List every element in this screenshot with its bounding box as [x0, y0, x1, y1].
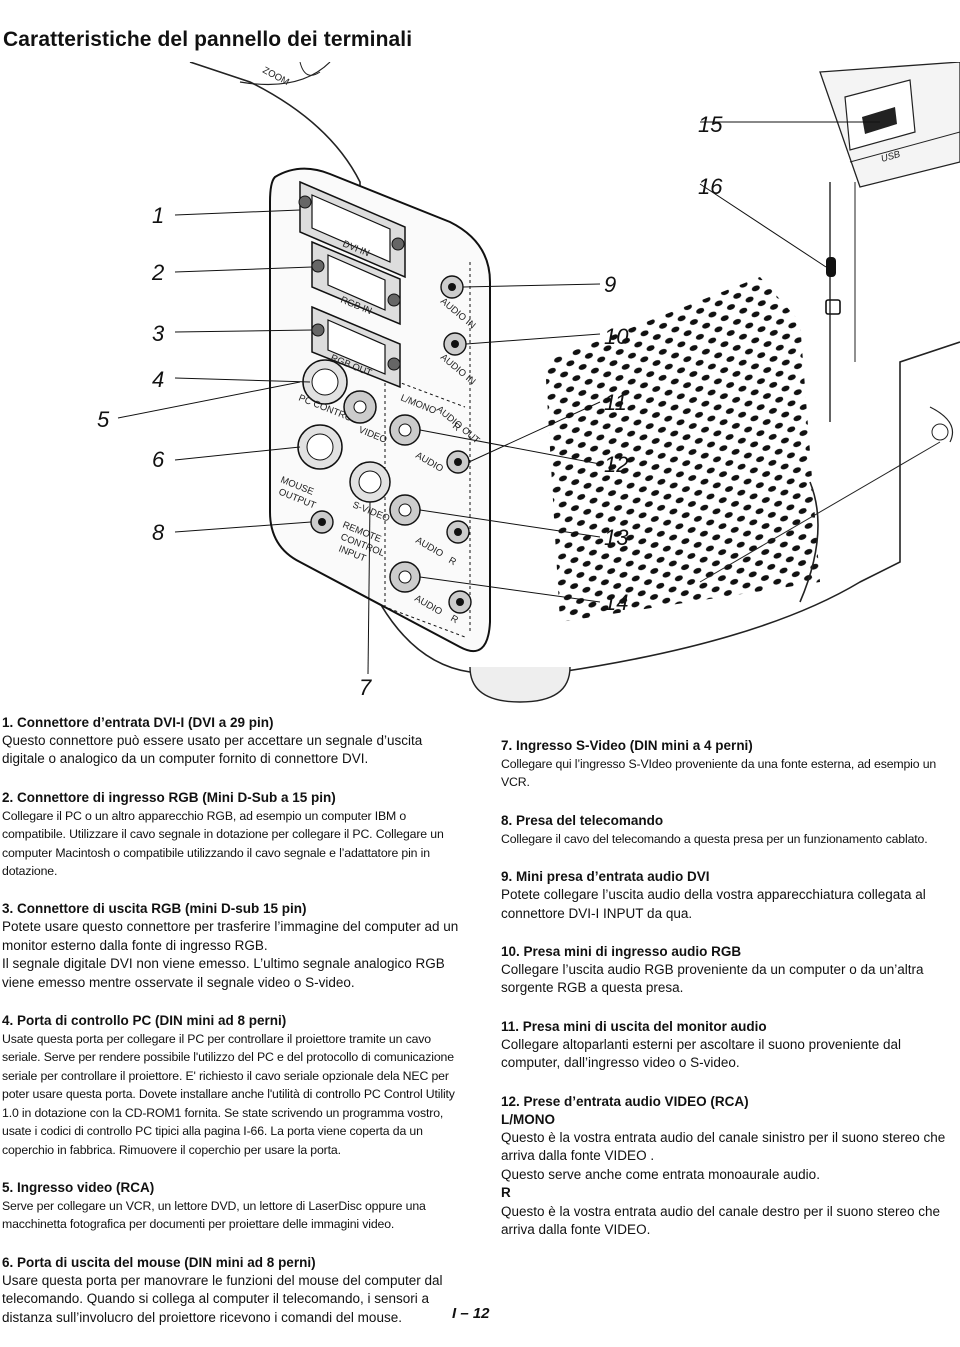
item-body: Usare questa porta per manovrare le funz… — [2, 1272, 443, 1325]
speaker-grille — [545, 277, 820, 622]
item-5: 5. Ingresso video (RCA) Serve per colleg… — [2, 1179, 460, 1234]
callout-4: 4 — [152, 367, 164, 392]
item-heading: 10. Presa mini di ingresso audio RGB — [501, 944, 742, 960]
page-title: Caratteristiche del pannello dei termina… — [3, 28, 413, 51]
item-11: 11. Presa mini di uscita del monitor aud… — [501, 1018, 959, 1073]
item-body-2: Il segnale digitale DVI non viene emesso… — [2, 956, 445, 990]
item-heading: 3. Connettore di uscita RGB (mini D-sub … — [2, 901, 307, 917]
item-7: 7. Ingresso S-Video (DIN mini a 4 perni)… — [501, 737, 959, 792]
item-heading: 12. Prese d’entrata audio VIDEO (RCA) — [501, 1093, 749, 1109]
callout-15: 15 — [698, 112, 723, 137]
callout-7: 7 — [359, 675, 372, 700]
item-body: Questo connettore può essere usato per a… — [2, 733, 423, 767]
lock-icon — [825, 299, 841, 315]
callout-5: 5 — [97, 407, 110, 432]
item-body: Collegare il PC o un altro apparecchio R… — [2, 808, 444, 879]
callout-6: 6 — [152, 447, 165, 472]
item-12: 12. Prese d’entrata audio VIDEO (RCA) L/… — [501, 1093, 959, 1240]
item-body: Potete usare questo connettore per trasf… — [2, 919, 459, 953]
item-body: Serve per collegare un VCR, un lettore D… — [2, 1198, 426, 1232]
item-body: Questo è la vostra entrata audio del can… — [501, 1130, 946, 1164]
security-slot — [826, 257, 836, 277]
item-heading: 4. Porta di controllo PC (DIN mini ad 8 … — [2, 1013, 287, 1029]
item-body: Collegare l’uscita audio RGB proveniente… — [501, 962, 924, 996]
dvi-in-connector — [298, 180, 406, 279]
item-body: Questo serve anche come entrata monoaura… — [501, 1166, 820, 1182]
callout-11: 11 — [604, 390, 627, 415]
callout-12: 12 — [604, 452, 628, 477]
item-heading: 6. Porta di uscita del mouse (DIN mini a… — [2, 1254, 316, 1270]
item-heading: 2. Connettore di ingresso RGB (Mini D-Su… — [2, 789, 336, 805]
right-column: 7. Ingresso S-Video (DIN mini a 4 perni)… — [501, 737, 959, 1260]
rgb-out-connector — [311, 305, 401, 389]
item-heading: 11. Presa mini di uscita del monitor aud… — [501, 1018, 767, 1034]
rgb-in-connector — [311, 240, 401, 326]
item-heading: 5. Ingresso video (RCA) — [2, 1179, 155, 1195]
r-label-3: R — [449, 613, 461, 626]
item-3: 3. Connettore di uscita RGB (mini D-sub … — [2, 900, 460, 992]
item-1: 1. Connettore d’entrata DVI-I (DVI a 29 … — [2, 714, 460, 769]
item-6: 6. Porta di uscita del mouse (DIN mini a… — [2, 1254, 460, 1327]
usb-label: USB — [880, 149, 902, 165]
callout-8: 8 — [152, 520, 165, 545]
item-heading: 8. Presa del telecomando — [501, 812, 664, 828]
item-body: Collegare altoparlanti esterni per ascol… — [501, 1036, 901, 1071]
item-body: Collegare qui l’ingresso S-VIdeo proveni… — [501, 757, 937, 790]
terminal-panel-diagram: ZOOM USB DVI IN RGB IN RGB OU — [97, 62, 960, 703]
item-heading: 1. Connettore d’entrata DVI-I (DVI a 29 … — [2, 715, 274, 730]
item-subheading: R — [501, 1185, 511, 1201]
item-10: 10. Presa mini di ingresso audio RGB Col… — [501, 943, 959, 998]
item-body: Potete collegare l’uscita audio della vo… — [501, 887, 926, 921]
callout-3: 3 — [152, 321, 165, 346]
item-subheading: L/MONO — [501, 1111, 555, 1127]
page-number: I – 12 — [452, 1305, 490, 1322]
item-body: Collegare il cavo del telecomando a ques… — [501, 831, 928, 846]
item-body: Questo è la vostra entrata audio del can… — [501, 1203, 941, 1238]
item-2: 2. Connettore di ingresso RGB (Mini D-Su… — [2, 789, 460, 881]
item-heading: 7. Ingresso S-Video (DIN mini a 4 perni) — [501, 738, 753, 753]
item-8: 8. Presa del telecomando Collegare il ca… — [501, 812, 959, 848]
item-9: 9. Mini presa d’entrata audio DVI Potete… — [501, 868, 959, 923]
callout-13: 13 — [604, 525, 629, 550]
callout-16: 16 — [698, 174, 723, 199]
callout-10: 10 — [604, 324, 629, 349]
item-4: 4. Porta di controllo PC (DIN mini ad 8 … — [2, 1012, 460, 1159]
r-label-2: R — [447, 555, 459, 568]
item-body: Usate questa porta per collegare il PC p… — [2, 1032, 455, 1157]
callout-1: 1 — [152, 203, 164, 228]
item-heading: 9. Mini presa d’entrata audio DVI — [501, 869, 710, 885]
callout-2: 2 — [151, 260, 164, 285]
callout-14: 14 — [604, 590, 628, 615]
projector-body — [189, 62, 960, 673]
callout-9: 9 — [604, 272, 616, 297]
left-column: 1. Connettore d’entrata DVI-I (DVI a 29 … — [2, 714, 460, 1347]
